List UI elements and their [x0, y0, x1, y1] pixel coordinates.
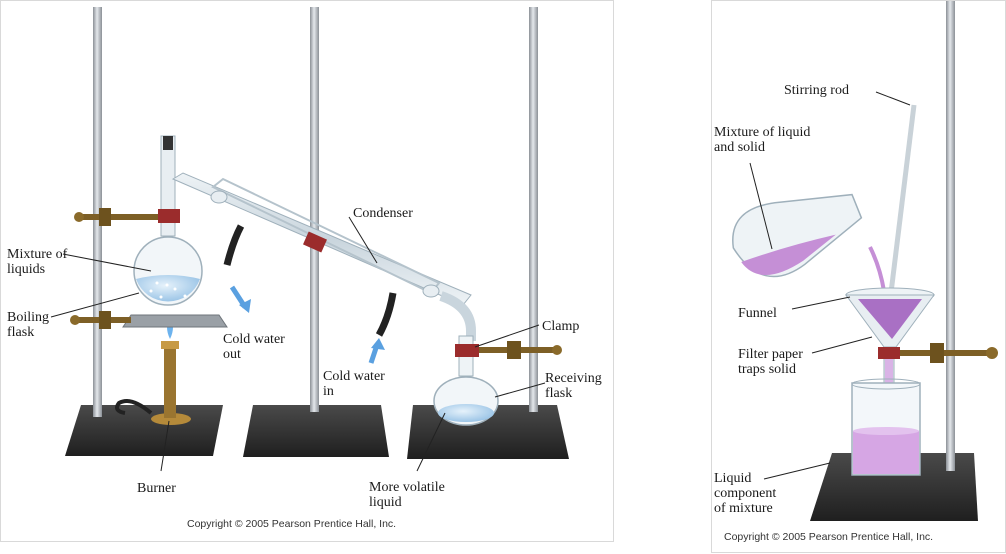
burner [115, 341, 191, 425]
label-mixture-of-liquid-and-solid: Mixture of liquid and solid [714, 125, 811, 155]
filtration-panel: Stirring rod Mixture of liquid and solid… [711, 0, 1006, 553]
label-condenser: Condenser [353, 206, 413, 221]
label-clamp: Clamp [542, 319, 580, 334]
hose-out [223, 224, 245, 266]
ring-clamp [70, 311, 131, 329]
pouring-stream [868, 246, 886, 292]
wire-gauze [122, 314, 228, 328]
label-cold-water-out: Cold water out [223, 332, 285, 362]
condenser [171, 172, 476, 341]
stand-rod [946, 1, 955, 471]
label-funnel: Funnel [738, 306, 777, 321]
filtration-apparatus [732, 1, 998, 521]
label-mixture-of-liquids: Mixture of liquids [7, 247, 68, 277]
stand-rod-right [529, 7, 538, 412]
flask-clamp [74, 208, 180, 226]
stirring-rod [887, 104, 917, 302]
stand-rod-middle [310, 7, 319, 412]
pouring-flask [732, 193, 863, 278]
stand-base-left [65, 405, 223, 456]
label-stirring-rod: Stirring rod [784, 83, 849, 98]
stand-rod-left [93, 7, 102, 417]
label-burner: Burner [137, 481, 176, 496]
label-cold-water-in: Cold water in [323, 369, 385, 399]
hose-in [375, 292, 397, 337]
label-liquid-component: Liquid component of mixture [714, 471, 777, 516]
label-receiving-flask: Receiving flask [545, 371, 602, 401]
copyright-left: Copyright © 2005 Pearson Prentice Hall, … [187, 518, 397, 530]
leader-lines [50, 216, 546, 472]
distillation-apparatus [50, 7, 569, 472]
receiving-clamp [455, 341, 562, 359]
label-boiling-flask: Boiling flask [7, 310, 50, 340]
distillation-panel: Mixture of liquids Boiling flask Burner … [0, 0, 614, 542]
label-filter-paper: Filter paper traps solid [738, 347, 803, 377]
funnel-clamp [878, 343, 998, 363]
copyright-right: Copyright © 2005 Pearson Prentice Hall, … [724, 531, 934, 543]
beaker [851, 378, 921, 476]
label-more-volatile-liquid: More volatile liquid [369, 480, 445, 510]
leader-lines [749, 91, 911, 480]
stand-base-middle [243, 405, 389, 457]
